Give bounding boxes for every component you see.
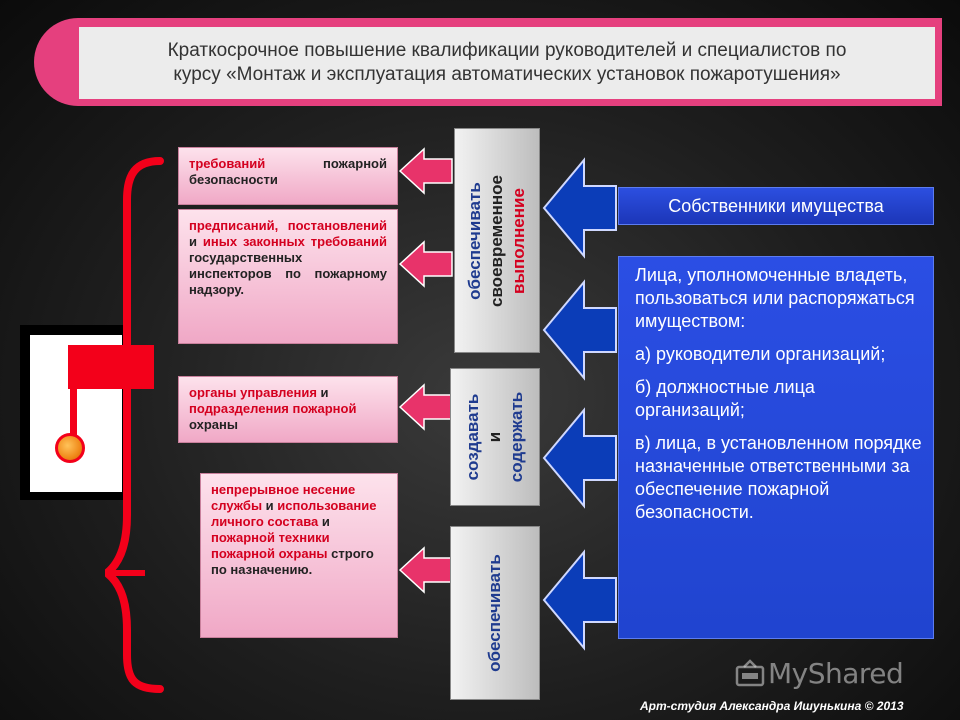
arrow-left-pink-1 <box>398 147 453 195</box>
arrow-left-blue-1 <box>542 157 617 259</box>
flag-icon <box>68 345 154 389</box>
verb-box-create-maintain: создавать и содержать <box>450 368 540 506</box>
arrow-left-blue-2 <box>542 279 617 381</box>
pink-box-3-text-1: органы управления <box>189 385 317 400</box>
owners-label: Собственники имущества <box>668 195 884 216</box>
verb-timely: своевременное <box>487 174 506 307</box>
arrow-left-pink-3 <box>398 383 453 431</box>
pink-box-fire-safety-requirements: требований пожарной безопасности <box>178 147 398 205</box>
pink-box-fire-units: органы управления и подразделения пожарн… <box>178 376 398 443</box>
item-b: б) должностные лица организаций; <box>635 377 815 420</box>
pink-box-4-text-6: строго по назначению. <box>211 546 374 577</box>
arrow-left-pink-2 <box>398 240 453 288</box>
pink-box-service-use: непрерывное несение службы и использован… <box>200 473 398 638</box>
pink-box-4-text-4: и <box>318 514 330 529</box>
title-line-2: курсу «Монтаж и эксплуатация автоматичес… <box>173 64 841 85</box>
verb-create: создавать <box>463 393 482 481</box>
flag-pole <box>70 345 77 435</box>
pink-box-2-text-1: предписаний, постановлений <box>189 218 387 233</box>
pink-box-1-text-2: пожарной безопасности <box>189 156 387 187</box>
verb-ensure-2: обеспечивать <box>485 554 504 672</box>
pink-box-2-text-2: и <box>189 234 203 249</box>
pink-box-4-text-1: непрерывное несение службы <box>211 482 356 513</box>
pink-box-4-text-5: пожарной техники пожарной охраны <box>211 530 330 561</box>
verb-maintain: содержать <box>507 391 526 483</box>
verb-ensure: обеспечивать <box>465 181 484 300</box>
watermark: MyShared <box>768 657 904 690</box>
footer-credit: Арт-студия Александра Ишунькина © 2013 <box>640 699 904 713</box>
flag-ball <box>55 433 85 463</box>
pink-box-3-text-4: охраны <box>189 417 238 432</box>
title-line-1: Краткосрочное повышение квалификации рук… <box>167 40 847 61</box>
arrow-left-pink-4 <box>398 546 453 594</box>
arrow-left-blue-3 <box>542 407 617 509</box>
pink-box-3-text-3: подразделения пожарной <box>189 401 357 416</box>
pink-box-2-text-4: государственных инспекторов по пожарному… <box>189 250 387 297</box>
pink-box-4-text-3: использование личного состава <box>211 498 377 529</box>
verb-execution: выполнение <box>509 187 528 294</box>
owners-box: Собственники имущества <box>618 187 934 225</box>
pink-box-1-text-1: требований <box>189 156 266 171</box>
authorized-intro: Лица, уполномоченные владеть, пользовать… <box>635 265 915 331</box>
pink-box-4-text-2: и <box>262 498 278 513</box>
verb-box-ensure: обеспечивать <box>450 526 540 700</box>
verb-box-ensure-timely-execution: обеспечивать своевременное выполнение <box>454 128 540 353</box>
title-box: Краткосрочное повышение квалификации рук… <box>76 24 938 102</box>
pink-box-2-text-3: иных законных требований <box>202 234 387 249</box>
pink-box-3-text-2: и <box>316 385 329 400</box>
item-c: в) лица, в установленном порядке назначе… <box>635 433 922 522</box>
myshared-logo-icon <box>735 659 765 687</box>
pink-box-inspector-orders: предписаний, постановлений и иных законн… <box>178 209 398 344</box>
authorized-persons-box: Лица, уполномоченные владеть, пользовать… <box>618 256 934 639</box>
arrow-left-blue-4 <box>542 549 617 651</box>
item-a: а) руководители организаций; <box>635 344 886 364</box>
verb-and: и <box>485 431 504 443</box>
curly-brace <box>105 157 164 693</box>
